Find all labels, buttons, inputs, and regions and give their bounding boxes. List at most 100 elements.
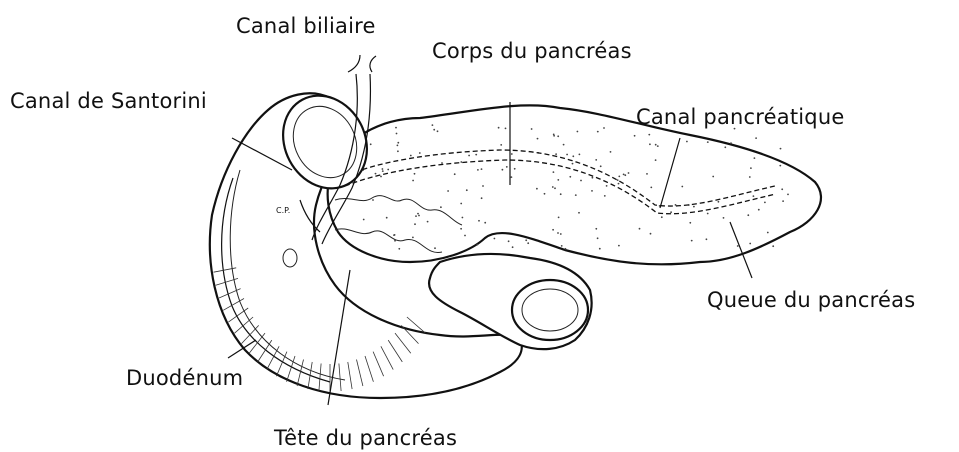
texture-dot bbox=[552, 186, 554, 188]
texture-dot bbox=[418, 215, 420, 217]
texture-dot bbox=[382, 170, 384, 172]
texture-dot bbox=[560, 233, 562, 235]
texture-dot bbox=[380, 176, 382, 178]
texture-dot bbox=[604, 195, 606, 197]
label-tete-du-pancreas: Tête du pancréas bbox=[273, 426, 457, 450]
texture-dot bbox=[554, 187, 556, 189]
texture-dot bbox=[441, 162, 443, 164]
texture-dot bbox=[706, 238, 708, 240]
texture-dot bbox=[412, 237, 414, 239]
texture-dot bbox=[434, 247, 436, 249]
texture-dot bbox=[599, 248, 601, 250]
texture-dot bbox=[781, 188, 783, 190]
texture-dot bbox=[566, 154, 568, 156]
texture-dot bbox=[552, 229, 554, 231]
texture-dot bbox=[417, 213, 419, 215]
texture-dot bbox=[440, 206, 442, 208]
texture-dot bbox=[512, 246, 514, 248]
texture-dot bbox=[600, 165, 602, 167]
texture-dot bbox=[767, 232, 769, 234]
texture-dot bbox=[482, 185, 484, 187]
texture-dot bbox=[646, 173, 648, 175]
texture-dot bbox=[617, 179, 619, 181]
texture-dot bbox=[561, 245, 563, 247]
texture-dot bbox=[592, 177, 594, 179]
label-canal-de-santorini: Canal de Santorini bbox=[10, 89, 207, 113]
texture-dot bbox=[398, 248, 400, 250]
texture-dot bbox=[395, 127, 397, 129]
texture-dot bbox=[750, 167, 752, 169]
texture-dot bbox=[569, 176, 571, 178]
texture-dot bbox=[475, 154, 477, 156]
texture-dot bbox=[437, 130, 439, 132]
texture-dot bbox=[414, 173, 416, 175]
texture-dot bbox=[681, 186, 683, 188]
texture-dot bbox=[414, 223, 416, 225]
texture-dot bbox=[597, 237, 599, 239]
texture-dot bbox=[481, 168, 483, 170]
texture-dot bbox=[595, 228, 597, 230]
texture-dot bbox=[591, 190, 593, 192]
texture-dot bbox=[544, 193, 546, 195]
texture-dot bbox=[655, 159, 657, 161]
texture-dot bbox=[578, 212, 580, 214]
texture-dot bbox=[393, 234, 395, 236]
texture-dot bbox=[536, 188, 538, 190]
texture-dot bbox=[670, 211, 672, 213]
texture-dot bbox=[481, 197, 483, 199]
texture-dot bbox=[628, 172, 630, 174]
texture-dot bbox=[624, 174, 626, 176]
texture-dot bbox=[527, 242, 529, 244]
texture-dot bbox=[579, 154, 581, 156]
texture-dot bbox=[648, 134, 650, 136]
texture-dot bbox=[595, 159, 597, 161]
texture-dot bbox=[508, 240, 510, 242]
texture-dot bbox=[650, 233, 652, 235]
texture-dot bbox=[511, 176, 513, 178]
texture-dot bbox=[707, 141, 709, 143]
pancreas-body bbox=[328, 105, 821, 264]
texture-dot bbox=[657, 145, 659, 147]
label-duodenum: Duodénum bbox=[126, 366, 243, 390]
label-canal-biliaire: Canal biliaire bbox=[236, 14, 376, 38]
texture-dot bbox=[372, 199, 374, 201]
texture-dot bbox=[494, 238, 496, 240]
texture-dot bbox=[557, 179, 559, 181]
texture-dot bbox=[618, 183, 620, 185]
texture-dot bbox=[412, 180, 414, 182]
texture-dot bbox=[462, 217, 464, 219]
texture-dot bbox=[397, 142, 399, 144]
texture-dot bbox=[618, 245, 620, 247]
texture-dot bbox=[782, 200, 784, 202]
texture-dot bbox=[723, 217, 725, 219]
texture-dot bbox=[514, 168, 516, 170]
texture-dot bbox=[577, 131, 579, 133]
texture-dot bbox=[707, 213, 709, 215]
texture-dot bbox=[396, 133, 398, 135]
texture-dot bbox=[502, 169, 504, 171]
texture-dot bbox=[558, 217, 560, 219]
texture-dot bbox=[511, 153, 513, 155]
texture-dot bbox=[553, 171, 555, 173]
texture-dot bbox=[531, 128, 533, 130]
texture-dot bbox=[661, 216, 663, 218]
texture-dot bbox=[525, 239, 527, 241]
texture-dot bbox=[447, 190, 449, 192]
texture-dot bbox=[557, 135, 559, 137]
texture-dot bbox=[498, 127, 500, 129]
texture-dot bbox=[370, 143, 372, 145]
texture-dot bbox=[753, 195, 755, 197]
texture-dot bbox=[506, 166, 508, 168]
texture-dot bbox=[464, 235, 466, 237]
texture-dot bbox=[618, 176, 620, 178]
texture-dot bbox=[718, 201, 720, 203]
texture-dot bbox=[623, 174, 625, 176]
texture-dot bbox=[639, 228, 641, 230]
texture-dot bbox=[737, 245, 739, 247]
texture-dot bbox=[427, 221, 429, 223]
texture-dot bbox=[433, 129, 435, 131]
texture-dot bbox=[691, 240, 693, 242]
svg-text:C.P.: C.P. bbox=[276, 206, 290, 215]
texture-dot bbox=[460, 228, 462, 230]
